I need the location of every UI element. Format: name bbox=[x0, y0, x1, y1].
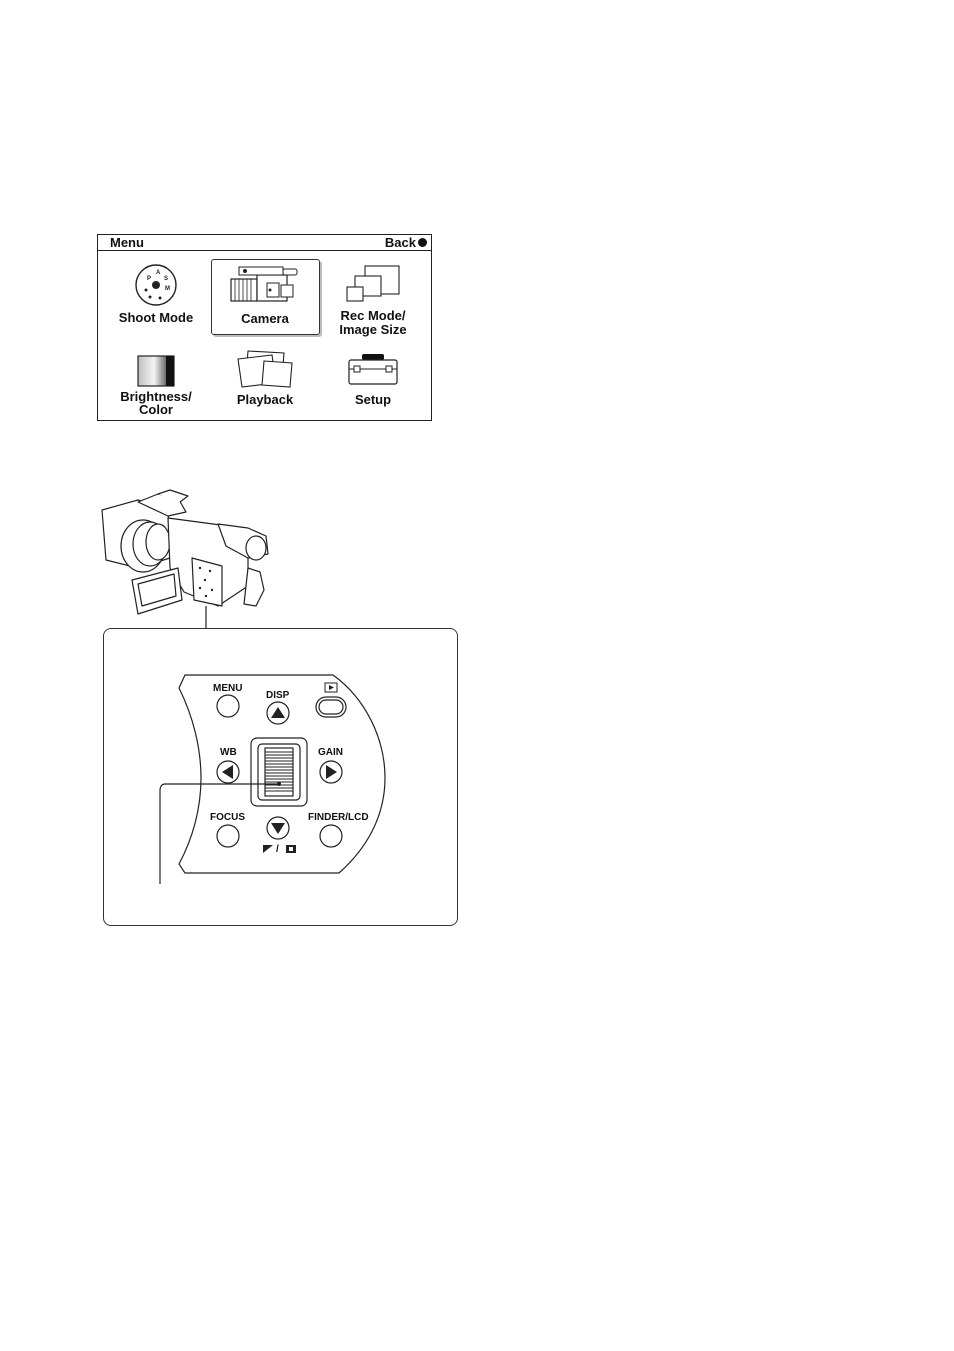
menu-item-label: Playback bbox=[210, 393, 320, 406]
menu-button-label: MENU bbox=[213, 684, 242, 694]
finder-lcd-button[interactable] bbox=[320, 824, 344, 848]
disp-up-button[interactable] bbox=[267, 702, 291, 726]
menu-item-camera[interactable]: Camera bbox=[210, 265, 320, 325]
menu-screen: Menu Back P A S M Shoot Mode bbox=[97, 234, 432, 421]
back-dot-icon bbox=[418, 238, 427, 247]
menu-item-label: Camera bbox=[210, 312, 320, 325]
focus-button[interactable] bbox=[217, 824, 241, 848]
menu-item-label: Color bbox=[101, 403, 211, 416]
menu-item-playback[interactable]: Playback bbox=[210, 349, 320, 406]
menu-item-label: Image Size bbox=[318, 323, 428, 336]
photos-stack-icon bbox=[234, 349, 296, 389]
camcorder-icon bbox=[225, 265, 305, 307]
dial-letter-s: S bbox=[164, 276, 168, 282]
menu-item-label: Shoot Mode bbox=[101, 311, 211, 324]
back-label: Back bbox=[385, 235, 416, 250]
menu-item-label: Rec Mode/ bbox=[318, 309, 428, 322]
dial-letter-a: A bbox=[156, 270, 161, 276]
menu-item-rec-mode[interactable]: Rec Mode/ Image Size bbox=[318, 265, 428, 336]
menu-item-brightness[interactable]: Brightness/ Color bbox=[101, 355, 211, 416]
bottom-label-separator: / bbox=[276, 845, 279, 855]
dial-letter-p: P bbox=[147, 276, 151, 282]
back-button[interactable]: Back bbox=[385, 235, 427, 250]
menu-header: Menu Back bbox=[98, 235, 431, 251]
gain-right-button[interactable] bbox=[320, 760, 344, 784]
menu-button[interactable] bbox=[217, 695, 241, 719]
toolbox-icon bbox=[346, 353, 400, 387]
down-button[interactable] bbox=[267, 816, 291, 840]
gain-button-label: GAIN bbox=[318, 748, 343, 758]
focus-button-label: FOCUS bbox=[210, 813, 245, 823]
mode-dial-icon: P A S M bbox=[134, 263, 178, 307]
multi-selector[interactable] bbox=[255, 742, 297, 798]
menu-item-label: Setup bbox=[318, 393, 428, 406]
brightness-gradient-icon bbox=[136, 355, 176, 387]
finder-lcd-button-label: FINDER/LCD bbox=[308, 813, 369, 823]
menu-title: Menu bbox=[110, 235, 144, 250]
wb-button-label: WB bbox=[220, 748, 237, 758]
menu-item-shoot-mode[interactable]: P A S M Shoot Mode bbox=[101, 263, 211, 324]
camcorder-illustration bbox=[98, 488, 288, 630]
playback-button[interactable] bbox=[316, 697, 346, 717]
dial-letter-m: M bbox=[165, 286, 170, 292]
disp-button-label: DISP bbox=[266, 691, 289, 701]
wb-left-button[interactable] bbox=[217, 760, 241, 784]
image-size-icon bbox=[343, 265, 403, 303]
menu-item-setup[interactable]: Setup bbox=[318, 353, 428, 406]
